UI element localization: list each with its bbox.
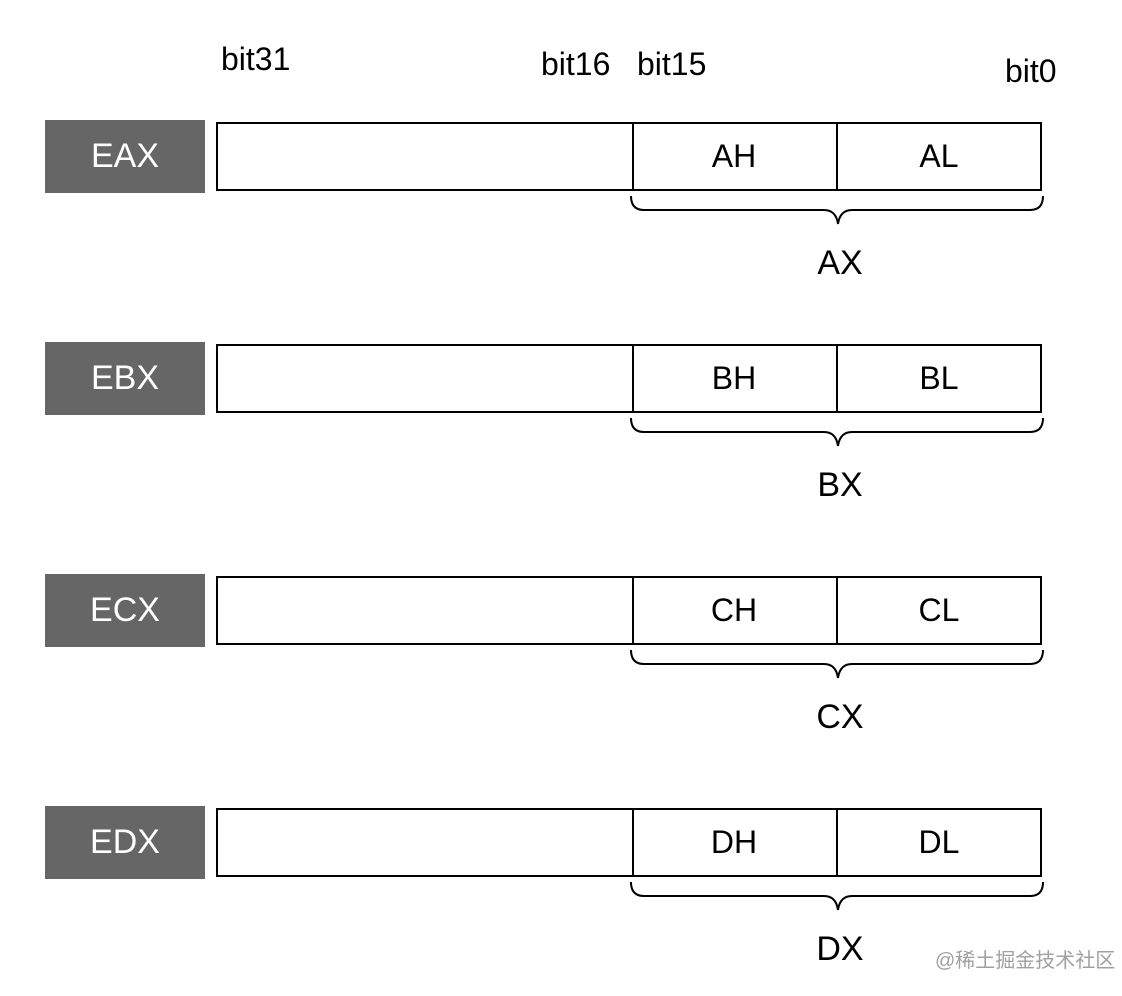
register-word-label: CX (816, 698, 864, 736)
register-name: EDX (45, 806, 205, 879)
register-ebx: EBX BH BL BX (0, 342, 1122, 532)
register-high-byte: CH (632, 578, 838, 643)
bit15-label: bit15 (637, 46, 707, 82)
register-high-word (218, 810, 634, 875)
register-bar: DH DL (216, 808, 1042, 877)
register-high-byte: BH (632, 346, 838, 411)
register-high-word (218, 578, 634, 643)
register-high-byte: AH (632, 124, 838, 189)
register-name: EAX (45, 120, 205, 193)
register-edx: EDX DH DL DX (0, 806, 1122, 996)
register-word-label: DX (816, 930, 864, 968)
register-low-byte: CL (918, 592, 960, 628)
register-low-byte: DL (918, 824, 960, 860)
register-eax: EAX AH AL AX (0, 120, 1122, 310)
register-word-label: BX (817, 466, 863, 504)
register-name: ECX (45, 574, 205, 647)
register-high-word (218, 346, 634, 411)
register-ecx: ECX CH CL CX (0, 574, 1122, 764)
register-bar: BH BL (216, 344, 1042, 413)
register-name: EBX (45, 342, 205, 415)
bit0-label: bit0 (1005, 53, 1057, 89)
register-bar: CH CL (216, 576, 1042, 645)
bit31-label: bit31 (221, 41, 291, 77)
register-bar: AH AL (216, 122, 1042, 191)
bit16-label: bit16 (541, 46, 611, 82)
curly-brace-icon (630, 881, 1044, 911)
register-high-word (218, 124, 634, 189)
register-high-byte: DH (632, 810, 838, 875)
register-low-byte: AL (919, 138, 959, 174)
register-low-byte: BL (919, 360, 959, 396)
curly-brace-icon (630, 417, 1044, 447)
curly-brace-icon (630, 649, 1044, 679)
watermark-text: @稀土掘金技术社区 (935, 950, 1116, 972)
register-word-label: AX (817, 244, 863, 282)
curly-brace-icon (630, 195, 1044, 225)
